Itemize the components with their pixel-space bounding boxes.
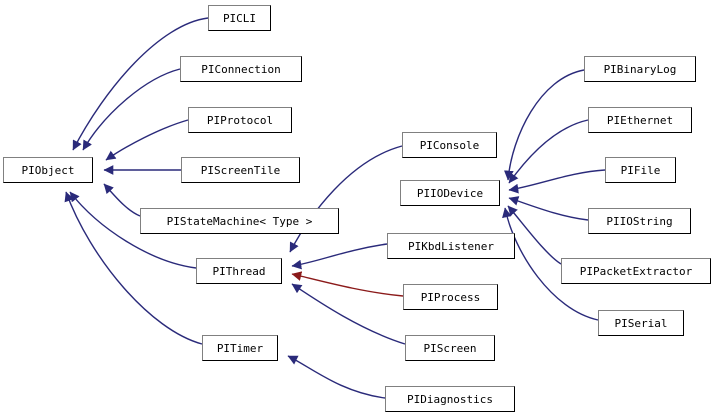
class-node-pifile[interactable]: PIFile xyxy=(605,157,676,183)
class-node-piscreentile[interactable]: PIScreenTile xyxy=(181,157,300,183)
class-node-label: PIPacketExtractor xyxy=(579,264,693,278)
class-node-label: PIProcess xyxy=(420,290,481,304)
class-node-piobject[interactable]: PIObject xyxy=(3,157,93,183)
class-node-piprocess[interactable]: PIProcess xyxy=(403,284,498,310)
class-node-label: PIFile xyxy=(620,163,661,177)
class-node-label: PIConnection xyxy=(201,62,281,76)
class-node-label: PIIODevice xyxy=(416,186,484,200)
class-node-label: PIBinaryLog xyxy=(603,62,677,76)
class-node-label: PIStateMachine< Type > xyxy=(166,214,313,228)
class-node-label: PIObject xyxy=(21,163,75,177)
edge-piconsole-to-pithread xyxy=(289,145,403,253)
class-node-label: PIThread xyxy=(212,264,266,278)
class-node-pipacketextractor[interactable]: PIPacketExtractor xyxy=(561,258,711,284)
edge-pitimer-to-piobject xyxy=(64,191,203,345)
class-node-label: PIDiagnostics xyxy=(406,392,494,406)
edge-picli-to-piobject xyxy=(72,17,209,151)
class-node-label: PIKbdListener xyxy=(407,239,495,253)
edge-pithread-to-piobject xyxy=(69,191,197,269)
edge-pibinarylog-to-piiodevice xyxy=(503,69,585,181)
class-node-label: PIConsole xyxy=(419,138,480,152)
class-node-pibinarylog[interactable]: PIBinaryLog xyxy=(584,56,696,82)
edge-piprocess-to-pithread xyxy=(291,271,404,297)
edge-piethernet-to-piiodevice xyxy=(508,119,589,184)
edge-piserial-to-piiodevice xyxy=(502,207,599,321)
class-node-piconnection[interactable]: PIConnection xyxy=(180,56,302,82)
class-node-piserial[interactable]: PISerial xyxy=(598,310,684,336)
class-node-pidiagnostics[interactable]: PIDiagnostics xyxy=(385,386,515,412)
edge-pipacketextractor-to-piiodevice xyxy=(507,205,562,265)
class-node-label: PIProtocol xyxy=(206,113,274,127)
class-node-label: PISerial xyxy=(614,316,668,330)
edge-pikbdlistener-to-pithread xyxy=(291,243,388,270)
edge-piiostring-to-piiodevice xyxy=(508,196,589,221)
class-node-label: PITimer xyxy=(216,341,264,355)
class-node-label: PIEthernet xyxy=(606,113,674,127)
class-node-pikbdlistener[interactable]: PIKbdListener xyxy=(387,233,515,259)
class-node-piethernet[interactable]: PIEthernet xyxy=(588,107,692,133)
edge-piscreen-to-pithread xyxy=(291,283,406,345)
class-node-pithread[interactable]: PIThread xyxy=(196,258,282,284)
class-node-label: PIScreenTile xyxy=(200,163,281,177)
edge-pifile-to-piiodevice xyxy=(508,169,606,194)
class-node-piprotocol[interactable]: PIProtocol xyxy=(188,107,292,133)
class-node-picli[interactable]: PICLI xyxy=(208,5,271,31)
edge-piprotocol-to-piobject xyxy=(105,119,189,161)
class-node-piconsole[interactable]: PIConsole xyxy=(402,132,497,158)
class-node-pitimer[interactable]: PITimer xyxy=(202,335,278,361)
edges-group xyxy=(64,17,606,399)
edge-pistatemachine-to-piobject xyxy=(103,183,141,217)
class-node-piiostring[interactable]: PIIOString xyxy=(588,208,691,234)
class-node-label: PIScreen xyxy=(423,341,477,355)
class-node-label: PIIOString xyxy=(606,214,673,228)
class-node-label: PICLI xyxy=(222,11,257,25)
edge-pidiagnostics-to-pitimer xyxy=(287,355,386,399)
edge-piconnection-to-piobject xyxy=(82,68,181,151)
class-node-piiodevice[interactable]: PIIODevice xyxy=(400,180,500,206)
class-node-pistatemachine[interactable]: PIStateMachine< Type > xyxy=(140,208,339,234)
class-node-piscreen[interactable]: PIScreen xyxy=(405,335,495,361)
